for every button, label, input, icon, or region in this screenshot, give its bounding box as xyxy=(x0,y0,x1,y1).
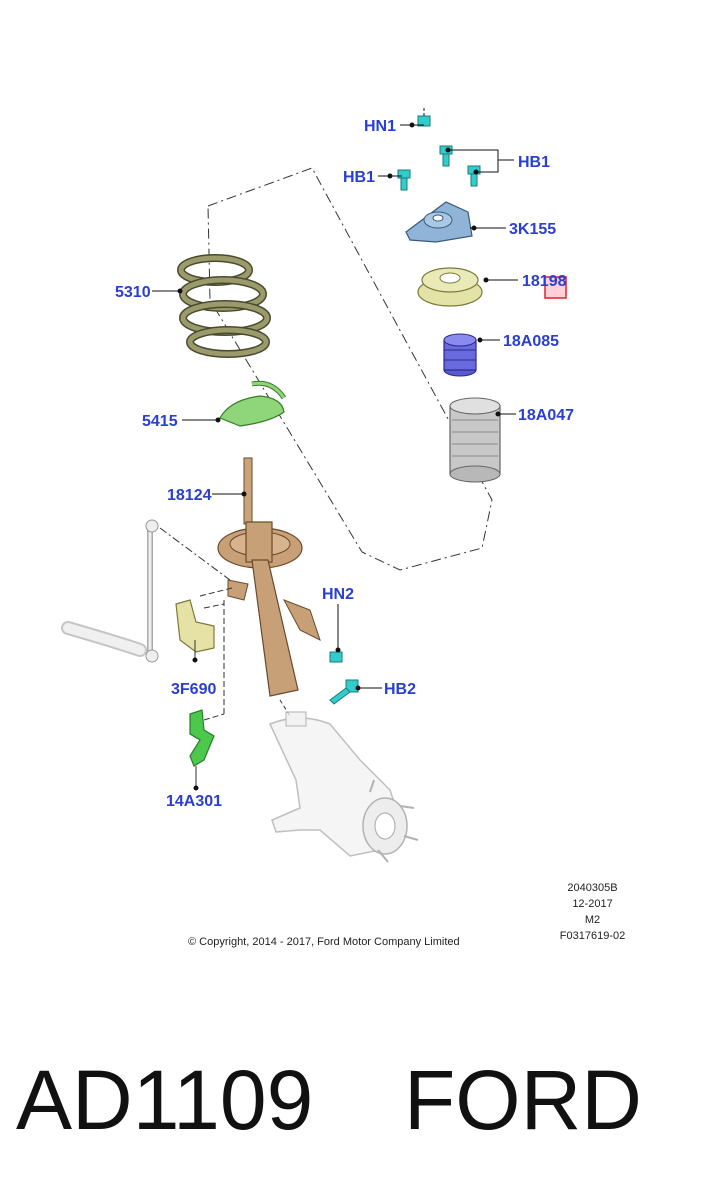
callout-hn2: HN2 xyxy=(322,586,354,603)
coil-spring xyxy=(177,254,271,358)
callout-18124: 18124 xyxy=(167,487,212,504)
footer-banner xyxy=(0,1000,708,1200)
strut-bearing xyxy=(417,267,483,307)
stabilizer-bar xyxy=(61,621,147,657)
callout-hb2: HB2 xyxy=(384,681,416,698)
highlight-box xyxy=(544,276,567,299)
part-code: AD1109 xyxy=(16,1053,314,1147)
spring-seat xyxy=(219,380,287,427)
bolt-hb1-left xyxy=(397,169,411,191)
callout-5310: 5310 xyxy=(115,284,151,301)
drawing-revision: M2 xyxy=(584,914,601,926)
callout-18a085: 18A085 xyxy=(503,333,559,350)
callout-hb1-right: HB1 xyxy=(518,154,550,171)
leader-lines xyxy=(152,108,518,791)
bolt-hb2 xyxy=(329,679,359,705)
bolt-hb1-right-b xyxy=(467,165,481,187)
stabilizer-link xyxy=(145,519,231,663)
top-mount xyxy=(405,201,473,243)
shock-absorber xyxy=(199,457,321,717)
callout-3k155: 3K155 xyxy=(509,221,556,238)
figure-id: F0317619-02 xyxy=(559,930,626,942)
callout-3f690: 3F690 xyxy=(171,681,216,698)
hose-bracket xyxy=(189,598,225,788)
callout-hb1-left: HB1 xyxy=(343,169,375,186)
copyright-notice: © Copyright, 2014 - 2017, Ford Motor Com… xyxy=(188,936,460,948)
brand-name: FORD xyxy=(404,1053,642,1147)
drawing-date: 12-2017 xyxy=(572,898,613,910)
drawing-number: 2040305B xyxy=(567,882,618,894)
callout-18a047: 18A047 xyxy=(518,407,574,424)
callout-18198: 18198 xyxy=(522,273,567,290)
steering-knuckle xyxy=(268,711,419,863)
assembly-boundary xyxy=(207,167,493,571)
bump-stop xyxy=(443,333,477,377)
exploded-parts-diagram: HN1 HB1 HB1 3K155 18198 18A085 18A047 53… xyxy=(61,108,574,863)
drawing-metadata: 2040305B 12-2017 M2 F0317619-02 xyxy=(545,880,640,944)
callout-5415: 5415 xyxy=(142,413,178,430)
callout-14a301: 14A301 xyxy=(166,793,222,810)
sensor-bracket xyxy=(175,599,225,660)
dust-boot xyxy=(449,397,501,483)
nut-hn2 xyxy=(329,651,343,663)
callout-hn1: HN1 xyxy=(364,118,396,135)
